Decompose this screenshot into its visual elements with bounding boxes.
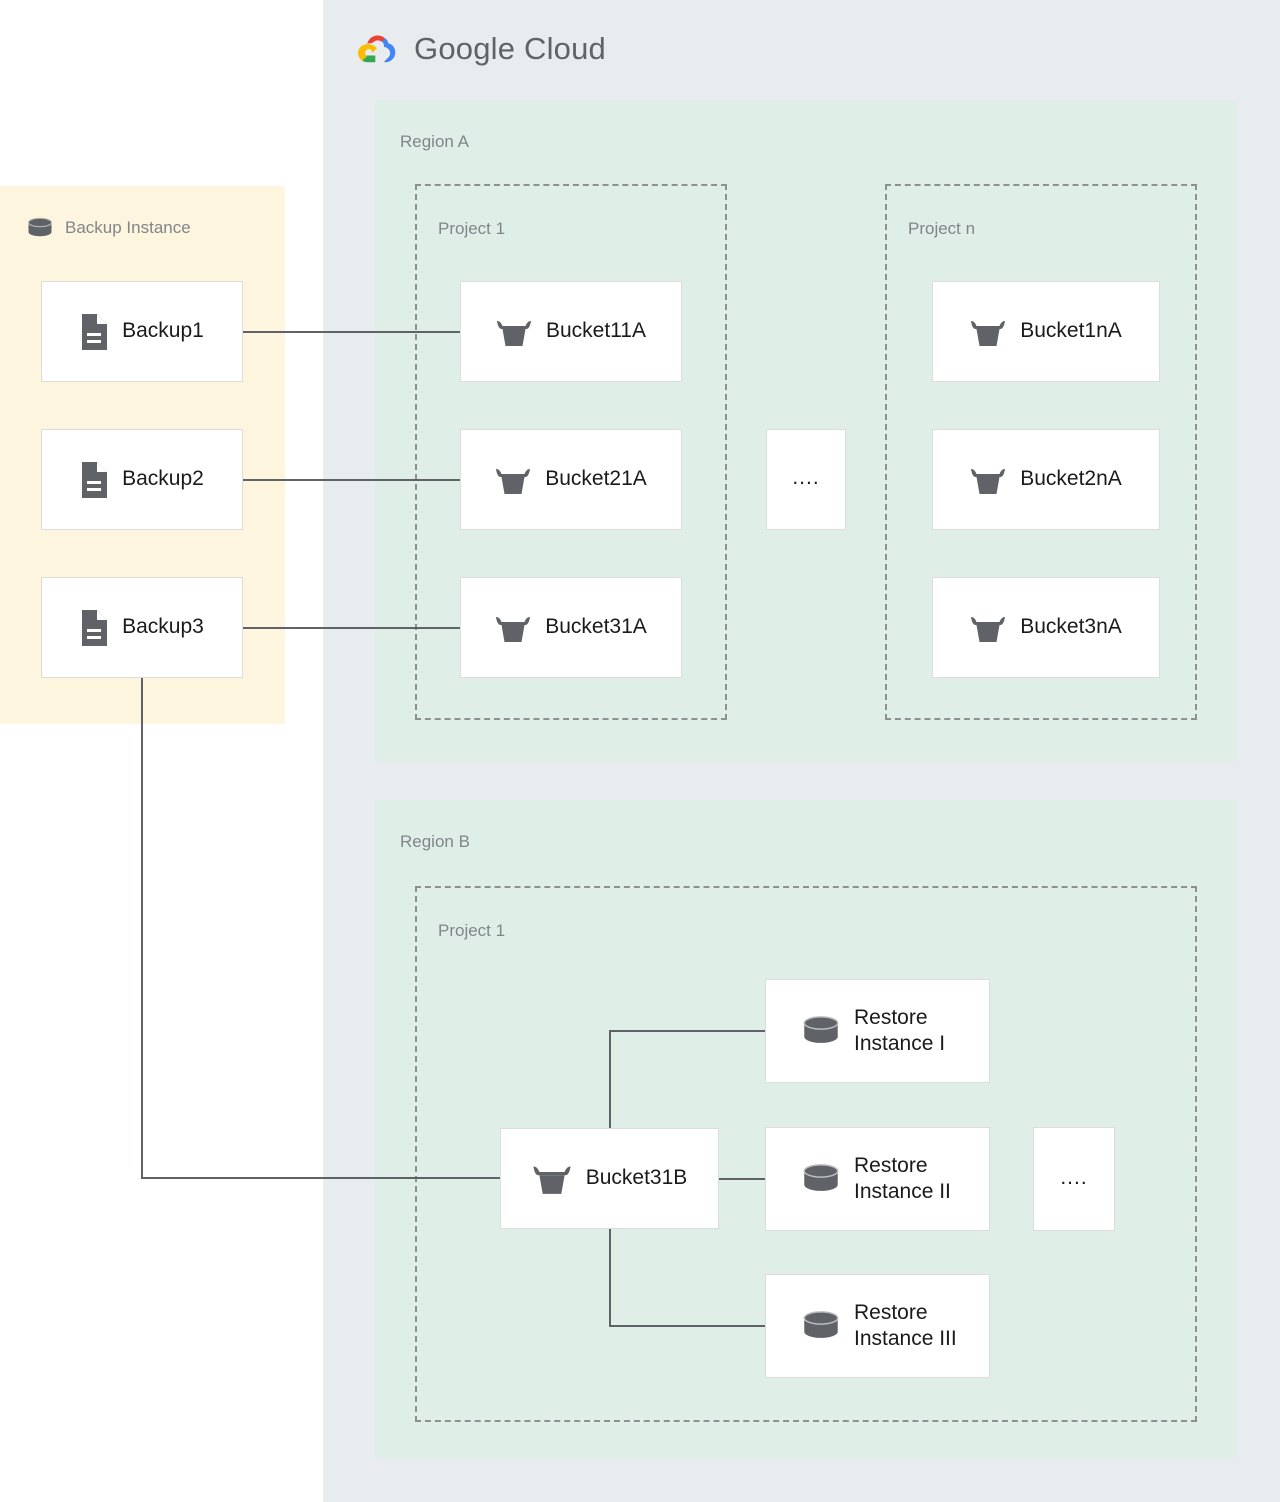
wire-backup3-to-bucket31a [243, 627, 461, 629]
brand-cloud: Cloud [524, 31, 606, 66]
ellipsis-label: .... [1060, 1165, 1088, 1189]
node-bucket31b[interactable]: Bucket31B [500, 1128, 719, 1229]
google-cloud-wordmark: Google Cloud [414, 31, 606, 67]
project-1-region-b: Project 1 [415, 886, 1197, 1422]
node-restore-instance-ii-label: Restore Instance II [854, 1153, 951, 1203]
node-bucket2na[interactable]: Bucket2nA [932, 429, 1160, 530]
google-cloud-logo-icon [355, 29, 401, 69]
node-bucket31a-label: Bucket31A [545, 615, 647, 639]
node-backup3-label: Backup3 [122, 615, 204, 639]
project-n-region-a: Project n [885, 184, 1197, 720]
wire-backup1-to-bucket11a [243, 331, 461, 333]
database-cylinder-icon [802, 1015, 840, 1047]
wire-backup3-down [141, 678, 143, 1178]
node-bucket11a-label: Bucket11A [545, 319, 646, 343]
project-1-region-a-label: Project 1 [438, 219, 506, 238]
node-restore-instance-i-label: Restore Instance I [854, 1005, 946, 1055]
node-bucket1na-label: Bucket1nA [1020, 319, 1122, 343]
wire-bucket31b-up [609, 1030, 611, 1180]
project-n-region-a-label: Project n [908, 219, 976, 238]
storage-bucket-icon [496, 316, 532, 348]
node-restore-instance-ii[interactable]: Restore Instance II [765, 1127, 990, 1231]
node-backup3[interactable]: Backup3 [41, 577, 243, 678]
document-icon [80, 313, 108, 350]
node-bucket31a[interactable]: Bucket31A [460, 577, 682, 678]
ellipsis-box-region-b: .... [1033, 1127, 1115, 1231]
node-bucket31b-label: Bucket31B [585, 1166, 688, 1190]
ellipsis-label: .... [792, 466, 820, 489]
ellipsis-box-region-a: .... [766, 429, 846, 530]
region-a-label: Region A [400, 132, 469, 151]
node-restore-instance-i[interactable]: Restore Instance I [765, 979, 990, 1083]
brand-google: Google [414, 31, 516, 66]
wire-backup2-to-bucket21a [243, 479, 461, 481]
project-1-region-b-label: Project 1 [438, 921, 506, 940]
wire-backup3-to-bucket31b [141, 1177, 501, 1179]
google-cloud-brand: Google Cloud [355, 29, 606, 69]
node-restore-instance-iii-label: Restore Instance III [854, 1300, 957, 1350]
node-bucket3na-label: Bucket3nA [1020, 615, 1122, 639]
node-bucket21a-label: Bucket21A [545, 467, 647, 491]
project-1-region-a: Project 1 [415, 184, 727, 720]
wire-bucket31b-to-restore-iii [609, 1325, 766, 1327]
document-icon [80, 609, 108, 646]
node-bucket2na-label: Bucket2nA [1020, 467, 1122, 491]
node-backup1-label: Backup1 [122, 319, 204, 343]
node-backup1[interactable]: Backup1 [41, 281, 243, 382]
storage-bucket-icon [532, 1161, 572, 1196]
node-restore-instance-iii[interactable]: Restore Instance III [765, 1274, 990, 1378]
storage-bucket-icon [495, 464, 531, 496]
node-bucket11a[interactable]: Bucket11A [460, 281, 682, 382]
node-bucket1na[interactable]: Bucket1nA [932, 281, 1160, 382]
region-b-label: Region B [400, 832, 470, 851]
backup-instance-header: Backup Instance [27, 217, 191, 239]
storage-bucket-icon [970, 316, 1006, 348]
database-cylinder-icon [802, 1310, 840, 1342]
storage-bucket-icon [495, 612, 531, 644]
node-bucket3na[interactable]: Bucket3nA [932, 577, 1160, 678]
storage-bucket-icon [970, 612, 1006, 644]
wire-bucket31b-to-restore-i [609, 1030, 766, 1032]
node-backup2[interactable]: Backup2 [41, 429, 243, 530]
wire-bucket31b-to-restore-ii [719, 1178, 766, 1180]
database-cylinder-icon [27, 217, 53, 239]
document-icon [80, 461, 108, 498]
database-cylinder-icon [802, 1163, 840, 1195]
wire-bucket31b-down [609, 1178, 611, 1326]
node-backup2-label: Backup2 [122, 467, 204, 491]
backup-instance-title: Backup Instance [65, 218, 191, 237]
storage-bucket-icon [970, 464, 1006, 496]
node-bucket21a[interactable]: Bucket21A [460, 429, 682, 530]
